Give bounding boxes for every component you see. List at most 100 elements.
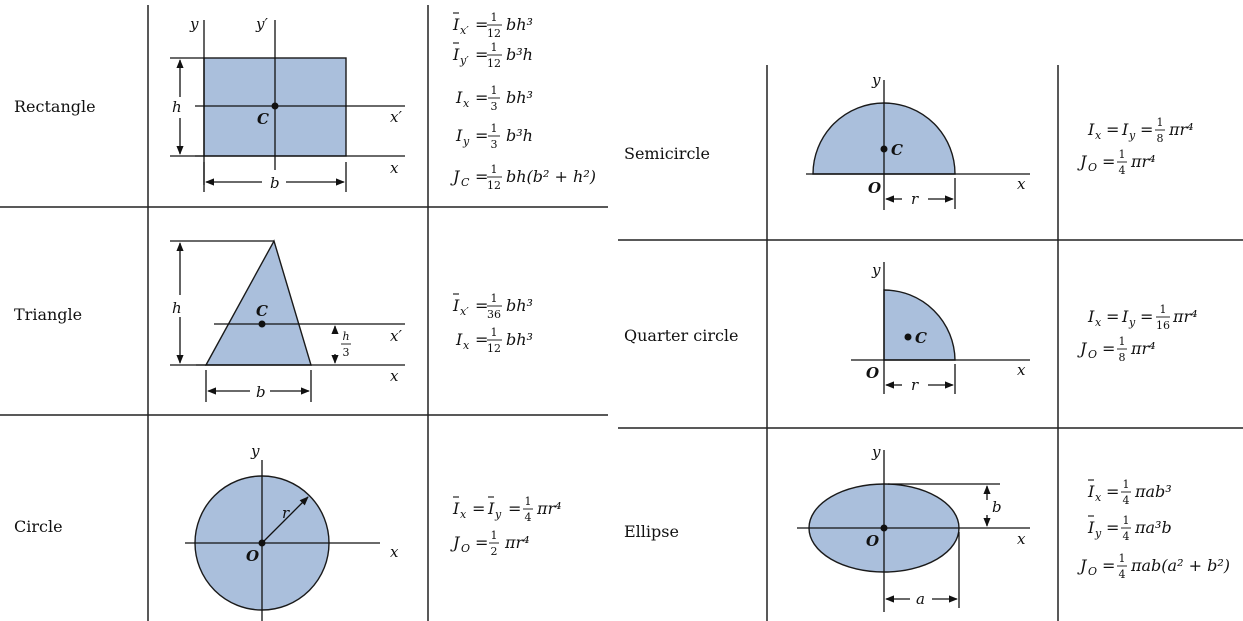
- svg-text:1: 1: [1119, 335, 1126, 348]
- label-x: x: [390, 543, 399, 561]
- svg-text:=: =: [1106, 482, 1119, 501]
- label-y: y: [250, 442, 260, 460]
- formula-JO: J O = 1 4 πr⁴: [1077, 148, 1156, 177]
- ellipse-figure: y b O x a: [797, 443, 1030, 612]
- label-x: x: [1017, 175, 1026, 193]
- svg-text:b³h: b³h: [506, 126, 533, 145]
- label-r: r: [911, 190, 919, 208]
- svg-text:4: 4: [1123, 494, 1130, 507]
- centroid-dot: [904, 333, 912, 341]
- label-y-prime: y′: [255, 15, 268, 33]
- centroid-dot: [271, 102, 279, 110]
- label-x: x: [390, 367, 399, 385]
- label-x-prime: x′: [390, 108, 402, 126]
- svg-text:I: I: [452, 15, 460, 34]
- row-rectangle: Rectangle y y′ h C x′: [14, 11, 596, 192]
- svg-text:16: 16: [1156, 319, 1170, 332]
- ellipse-formulas: I x = 1 4 πab³ I y = 1 4 πa³b: [1077, 478, 1230, 581]
- svg-text:3: 3: [491, 100, 498, 113]
- svg-text:1: 1: [491, 163, 498, 176]
- semicircle-figure: y C O r x: [806, 71, 1030, 210]
- formula-Ix-Iy: I x = I y = 1 4 πr⁴: [452, 495, 562, 524]
- svg-text:=: =: [472, 499, 485, 518]
- svg-text:bh³: bh³: [506, 330, 533, 349]
- label-centroid: C: [256, 302, 268, 320]
- svg-text:2: 2: [491, 545, 498, 558]
- radius-arrow: [263, 496, 309, 542]
- svg-text:1: 1: [1119, 148, 1126, 161]
- formula-Ixprime: I x′ = 1 36 bh³: [452, 292, 533, 321]
- label-centroid: C: [257, 110, 269, 128]
- svg-text:I: I: [1087, 120, 1095, 139]
- svg-text:πr⁴: πr⁴: [504, 533, 530, 552]
- shape-name-semicircle: Semicircle: [624, 144, 710, 163]
- svg-text:πab(a² + b²): πab(a² + b²): [1130, 556, 1230, 575]
- svg-text:=: =: [475, 45, 488, 64]
- label-origin: O: [866, 364, 879, 382]
- svg-text:12: 12: [487, 57, 501, 70]
- svg-text:x: x: [1095, 129, 1102, 142]
- semicircle-formulas: I x = I y = 1 8 πr⁴ J O = 1 4: [1077, 116, 1194, 177]
- svg-text:bh³: bh³: [506, 15, 533, 34]
- svg-text:=: =: [1106, 518, 1119, 537]
- svg-text:y: y: [1128, 316, 1136, 329]
- shape-name-quarter-circle: Quarter circle: [624, 326, 739, 345]
- svg-text:1: 1: [491, 41, 498, 54]
- svg-text:4: 4: [1119, 568, 1126, 581]
- label-x: x: [390, 159, 399, 177]
- svg-text:x: x: [460, 508, 467, 521]
- svg-text:J: J: [1077, 339, 1088, 358]
- svg-text:πab³: πab³: [1134, 482, 1172, 501]
- svg-text:I: I: [1087, 307, 1095, 326]
- svg-text:=: =: [1140, 120, 1153, 139]
- svg-text:J: J: [450, 167, 461, 186]
- formula-Ixprime: I x′ = 1 12 bh³: [452, 11, 533, 40]
- svg-text:bh(b² + h²): bh(b² + h²): [506, 167, 596, 186]
- triangle-formulas: I x′ = 1 36 bh³ I x = 1 12 bh³: [452, 292, 533, 355]
- formula-Ix-Iy: I x = I y = 1 16 πr⁴: [1087, 303, 1198, 332]
- svg-text:y: y: [494, 508, 502, 521]
- svg-text:=: =: [1140, 307, 1153, 326]
- svg-text:J: J: [1077, 556, 1088, 575]
- svg-text:1: 1: [491, 11, 498, 24]
- svg-text:12: 12: [487, 27, 501, 40]
- svg-text:=: =: [475, 88, 488, 107]
- svg-text:y: y: [1128, 129, 1136, 142]
- svg-text:4: 4: [1123, 530, 1130, 543]
- label-x: x: [1017, 361, 1026, 379]
- shape-name-rectangle: Rectangle: [14, 97, 96, 116]
- svg-text:=: =: [1106, 120, 1119, 139]
- label-h3-numerator: h: [342, 330, 349, 343]
- svg-text:y′: y′: [459, 54, 469, 67]
- left-table: Rectangle y y′ h C x′: [0, 5, 608, 621]
- svg-text:1: 1: [1123, 514, 1130, 527]
- origin-dot: [258, 539, 266, 547]
- svg-text:x′: x′: [460, 305, 469, 318]
- svg-text:=: =: [475, 126, 488, 145]
- label-a: a: [916, 590, 925, 608]
- svg-text:x: x: [463, 97, 470, 110]
- svg-text:I: I: [452, 296, 460, 315]
- formula-JC: J C = 1 12 bh(b² + h²): [450, 163, 596, 192]
- row-quarter-circle: Quarter circle y C O r x I x =: [624, 261, 1198, 394]
- svg-text:4: 4: [525, 511, 532, 524]
- formula-Iy: I y = 1 3 b³h: [455, 122, 533, 151]
- label-x: x: [1017, 530, 1026, 548]
- label-h: h: [172, 299, 182, 317]
- quarter-circle-formulas: I x = I y = 1 16 πr⁴ J O = 1 8: [1077, 303, 1198, 364]
- svg-text:I: I: [452, 45, 460, 64]
- svg-text:1: 1: [1157, 116, 1164, 129]
- svg-text:=: =: [475, 533, 488, 552]
- label-b: b: [256, 383, 266, 401]
- row-semicircle: Semicircle y C O r x I x =: [624, 71, 1194, 210]
- svg-text:=: =: [1102, 152, 1115, 171]
- formula-Iy: I y = 1 4 πa³b: [1087, 514, 1172, 543]
- svg-text:I: I: [455, 88, 463, 107]
- svg-text:x: x: [463, 339, 470, 352]
- formula-Iyprime: I y′ = 1 12 b³h: [452, 41, 533, 70]
- svg-text:πa³b: πa³b: [1134, 518, 1172, 537]
- centroid-dot: [880, 145, 888, 153]
- svg-text:=: =: [475, 15, 488, 34]
- formula-Ix: I x = 1 12 bh³: [455, 326, 533, 355]
